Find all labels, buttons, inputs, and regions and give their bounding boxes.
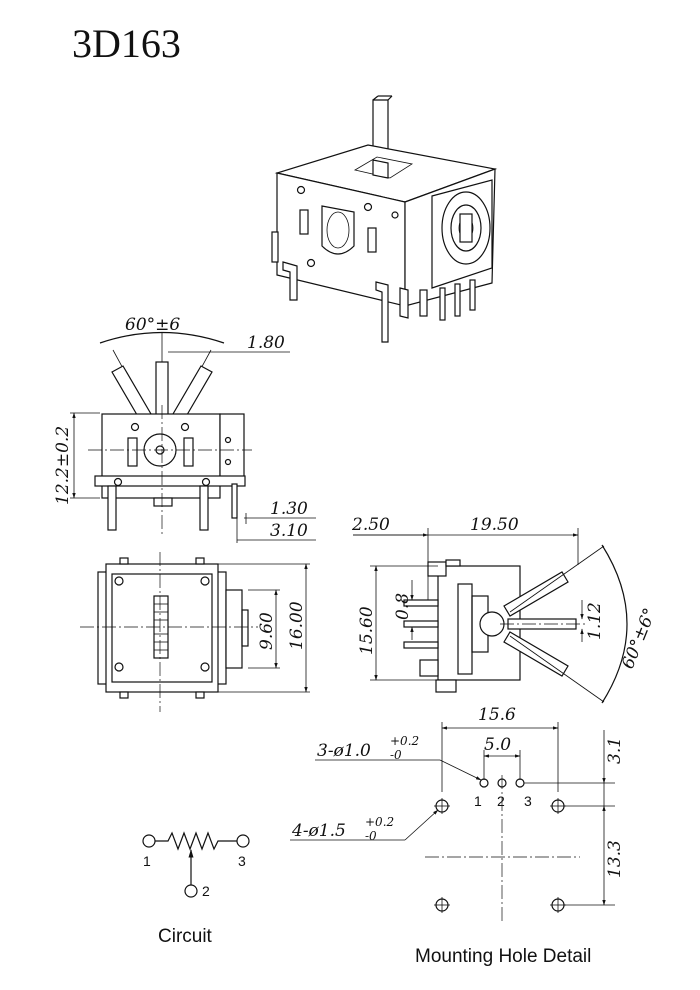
- terminal-3: [236, 834, 250, 848]
- circuit-pin-3-label: 3: [238, 853, 246, 869]
- pin-hole-1: [479, 778, 489, 788]
- front-shaft-width-label: 1.80: [247, 333, 285, 353]
- pin-hole-3: [515, 778, 525, 788]
- mounting-caption: Mounting Hole Detail: [415, 946, 591, 967]
- circuit-pin-2-label: 2: [202, 883, 210, 899]
- terminal-2: [184, 884, 198, 898]
- top-view: [80, 552, 310, 712]
- top-outer-width-label: 16.00: [287, 601, 307, 650]
- front-pin-offset-label: 1.30: [270, 499, 308, 519]
- circuit-pin-1-label: 1: [143, 853, 151, 869]
- side-view: [353, 528, 628, 704]
- resistor-symbol: [155, 831, 237, 851]
- mounting-hole-detail: [290, 722, 615, 922]
- terminal-1: [142, 834, 156, 848]
- circuit-caption: Circuit: [158, 926, 213, 947]
- large-holes-tol-plus: +0.2: [365, 815, 394, 829]
- mount-pin-3-label: 3: [524, 793, 532, 809]
- side-shaft-dim-label: 1.12: [585, 602, 605, 640]
- mount-pitch-label: 5.0: [484, 735, 511, 755]
- small-holes-tol-plus: +0.2: [390, 734, 419, 748]
- small-holes-label: 3-ø1.0: [317, 741, 371, 761]
- front-angle-label: 60°±6: [125, 315, 180, 335]
- side-left-offset-label: 2.50: [351, 515, 390, 535]
- front-pin-pitch-label: 3.10: [270, 521, 308, 541]
- mount-pin-2-label: 2: [497, 793, 505, 809]
- mount-offset-top-label: 3.1: [605, 737, 625, 764]
- side-height-label: 15.60: [357, 606, 377, 655]
- mount-pin-1-label: 1: [474, 793, 482, 809]
- part-number-title: 3D163: [72, 21, 181, 66]
- side-pin-dim-label: 0.8: [393, 593, 413, 620]
- mount-width-label: 15.6: [478, 705, 516, 725]
- front-height-label: 12.2±0.2: [53, 426, 73, 505]
- mount-offset-side-label: 13.3: [605, 840, 625, 878]
- dimension-labels: 60°±6 1.80 12.2±0.2 1.30 3.10 9.60 16.00…: [53, 315, 660, 967]
- circuit-schematic: [142, 831, 250, 898]
- side-length-label: 19.50: [470, 515, 519, 535]
- front-view: [70, 331, 316, 543]
- isometric-view: [271, 95, 498, 343]
- top-inner-width-label: 9.60: [257, 612, 277, 650]
- small-holes-tol-minus: -0: [390, 748, 402, 762]
- large-holes-tol-minus: -0: [365, 829, 377, 843]
- side-angle-label: 60°±6°: [618, 605, 660, 672]
- large-holes-label: 4-ø1.5: [291, 821, 346, 841]
